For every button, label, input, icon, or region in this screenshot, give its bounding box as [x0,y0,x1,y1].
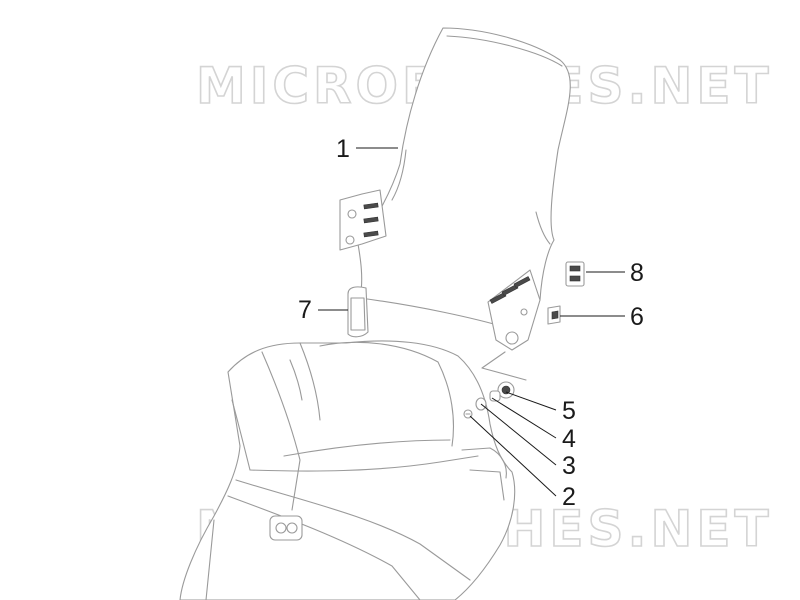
callout-6: 6 [630,303,644,331]
callout-3: 3 [562,452,576,480]
callout-7: 7 [298,296,312,324]
rubber-block-drawing [565,261,585,287]
callout-2: 2 [562,483,576,511]
callout-1: 1 [336,135,350,163]
windshield-drawing [339,27,571,351]
cover-plate-drawing [347,286,369,338]
handlebar-cover-drawing [179,340,516,600]
clip-nut-drawing [547,305,561,325]
leader-lines [318,147,625,497]
callout-4: 4 [562,425,576,453]
callout-8: 8 [630,259,644,287]
callout-5: 5 [562,397,576,425]
